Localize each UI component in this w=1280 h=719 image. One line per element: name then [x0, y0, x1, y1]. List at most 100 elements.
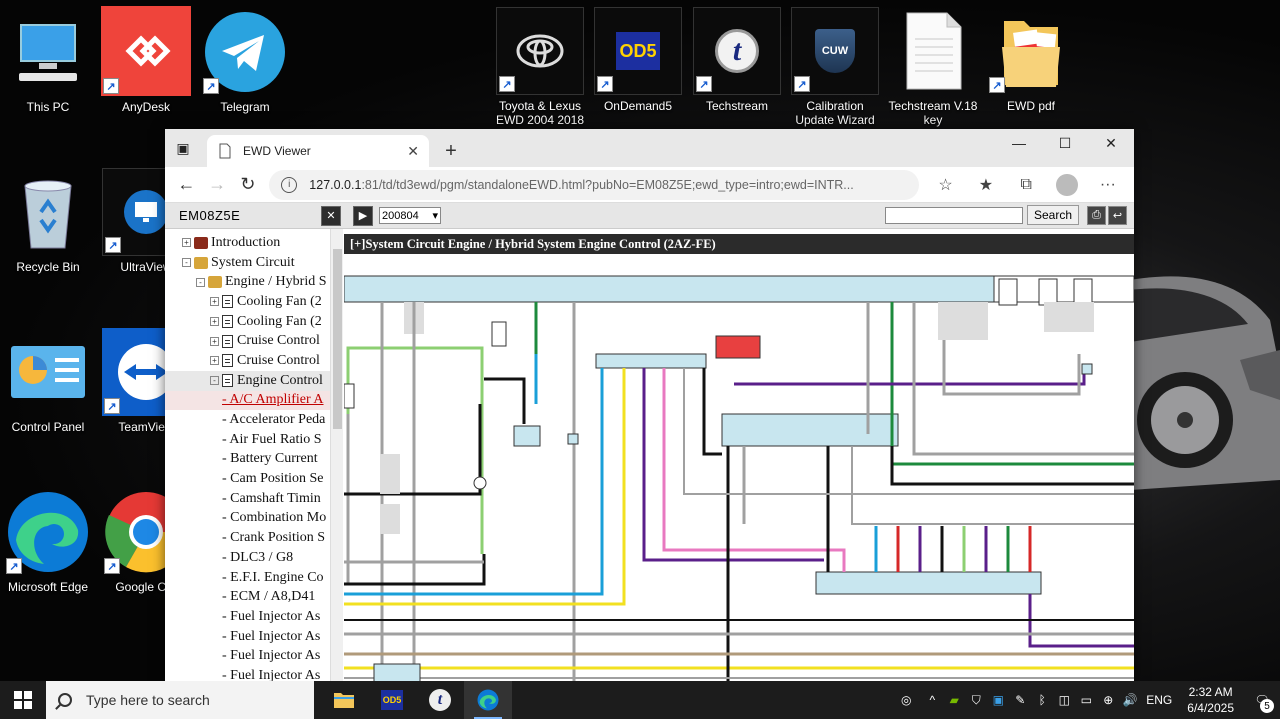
show-hidden-icons[interactable]: ^ [929, 693, 936, 707]
expand-icon[interactable]: + [210, 317, 219, 327]
tree-leaf[interactable]: - Battery Current [222, 451, 318, 467]
desktop-icon-toyota-ewd[interactable]: ↗ Toyota & Lexus EWD 2004 2018 [494, 7, 586, 127]
taskbar-techstream[interactable]: t [416, 681, 464, 719]
profile-avatar[interactable] [1056, 173, 1078, 196]
computer-icon [4, 8, 92, 96]
taskbar-edge[interactable] [464, 681, 512, 719]
tree-node-engine-control[interactable]: - Engine Control [165, 370, 343, 391]
desktop-icon-anydesk[interactable]: ↗ AnyDesk [100, 6, 192, 114]
more-icon[interactable]: ··· [1099, 175, 1116, 193]
volume-icon[interactable]: 🔊 [1122, 693, 1138, 707]
tree-leaf[interactable]: - Fuel Injector As [222, 648, 321, 664]
close-window-icon[interactable]: ✕ [1105, 134, 1117, 151]
close-tab-icon[interactable]: ✕ [407, 142, 419, 159]
taskbar-file-explorer[interactable] [320, 681, 368, 719]
tree-scrollbar[interactable] [330, 229, 343, 681]
desktop-icon-telegram[interactable]: ↗ Telegram [199, 8, 291, 114]
maximize-icon[interactable]: ☐ [1058, 134, 1072, 151]
desktop-icon-ondemand5[interactable]: OD5 ↗ OnDemand5 [592, 7, 684, 113]
scrollbar-thumb[interactable] [333, 249, 342, 429]
expand-icon[interactable]: + [182, 238, 191, 248]
favorites-icon[interactable]: ★ [978, 176, 994, 194]
return-icon[interactable]: ↩ [1108, 206, 1127, 225]
tree-leaf[interactable]: - A/C Amplifier A [165, 390, 343, 411]
collapse-icon[interactable]: - [182, 258, 191, 268]
desktop-icon-this-pc[interactable]: This PC [2, 8, 94, 114]
tree-leaf[interactable]: - Crank Position S [222, 530, 326, 546]
shortcut-arrow-icon: ↗ [104, 398, 120, 414]
refresh-icon[interactable]: ↻ [240, 174, 256, 194]
desktop-icon-cuw[interactable]: CUW ↗ Calibration Update Wizard [789, 7, 881, 127]
desktop-icon-techstream[interactable]: t ↗ Techstream [691, 7, 783, 113]
tree-leaf[interactable]: - Accelerator Peda [222, 412, 326, 428]
desktop-icon-label: OnDemand5 [603, 99, 673, 113]
shield-icon[interactable]: ⛉ [971, 692, 981, 707]
tree-leaf[interactable]: - Fuel Injector As [222, 608, 321, 624]
version-select[interactable]: 200804▾ [379, 207, 441, 224]
windows-start-icon[interactable] [0, 681, 46, 719]
add-favorite-icon[interactable]: ☆ [938, 176, 953, 194]
pen-icon[interactable]: ✎ [1015, 693, 1026, 707]
desktop-icon-control-panel[interactable]: Control Panel [2, 328, 94, 434]
fuse-icon [1073, 278, 1093, 306]
network-icon[interactable]: ⊕ [1103, 693, 1114, 707]
desktop-icon-ewd-pdf[interactable]: ↗ EWD pdf [985, 7, 1077, 113]
text-file-icon [889, 7, 977, 95]
relay-icon [513, 425, 541, 447]
tree-leaf[interactable]: - ECM / A8,D41 [222, 589, 316, 605]
tree-node-engine-hybrid[interactable]: - Engine / Hybrid S [165, 272, 343, 292]
close-panel-icon[interactable]: ✕ [321, 205, 341, 226]
url-field[interactable]: i 127.0.0.1:81/td/td3ewd/pgm/standaloneE… [269, 169, 920, 200]
print-icon[interactable]: ⎙ [1087, 206, 1106, 225]
tree-leaf[interactable]: - Combination Mo [222, 510, 327, 526]
notification-center-icon[interactable]: 🗨 5 [1244, 681, 1280, 719]
tree-node-cooling-fan-2[interactable]: + Cooling Fan (2 [165, 312, 343, 332]
tab-actions-icon[interactable]: ▣ [176, 139, 190, 156]
battery-icon[interactable]: ▭ [1080, 693, 1092, 707]
lexus-icon[interactable]: ◎ [901, 693, 912, 707]
camera-icon[interactable]: ◫ [1058, 693, 1070, 707]
app-tray-icon[interactable]: ▣ [992, 693, 1004, 707]
collapse-icon[interactable]: - [210, 376, 219, 386]
language-indicator[interactable]: ENG [1146, 693, 1173, 707]
collections-icon[interactable]: ⧉ [1020, 175, 1032, 193]
desktop-icon-label: Control Panel [11, 420, 85, 434]
expand-icon[interactable]: + [210, 356, 219, 366]
forward-icon[interactable]: → [208, 174, 227, 194]
tree-leaf[interactable]: - Fuel Injector As [222, 628, 321, 644]
back-icon[interactable]: ← [177, 174, 196, 194]
expand-icon[interactable]: + [210, 297, 219, 307]
nvidia-icon[interactable]: ▰ [949, 693, 959, 707]
tree-leaf[interactable]: - Camshaft Timin [222, 490, 321, 506]
document-icon [222, 334, 233, 348]
desktop-icon-techstream-key[interactable]: Techstream V.18 key [887, 7, 979, 127]
taskbar-search[interactable]: Type here to search [46, 681, 314, 719]
expand-icon[interactable]: + [210, 336, 219, 346]
desktop-icon-label: Techstream [705, 99, 769, 113]
tree-leaf[interactable]: - Air Fuel Ratio S [222, 431, 322, 447]
bluetooth-icon[interactable]: ᛒ [1038, 693, 1046, 707]
info-icon[interactable]: i [281, 176, 298, 193]
search-input[interactable] [885, 207, 1023, 224]
clock[interactable]: 2:32 AM 6/4/2025 [1177, 684, 1244, 716]
tree-node-cooling-fan-1[interactable]: + Cooling Fan (2 [165, 292, 343, 312]
new-tab-icon[interactable]: + [445, 139, 457, 162]
collapse-icon[interactable]: - [196, 277, 205, 287]
edge-icon: ↗ [4, 488, 92, 576]
tree-node-cruise-control-1[interactable]: + Cruise Control [165, 331, 343, 351]
tree-leaf[interactable]: - Cam Position Se [222, 471, 324, 487]
search-button[interactable]: Search [1027, 205, 1080, 225]
tree-node-cruise-control-2[interactable]: + Cruise Control [165, 351, 343, 371]
tab-ewd-viewer[interactable]: EWD Viewer ✕ [207, 135, 429, 167]
tree-leaf[interactable]: - DLC3 / G8 [222, 549, 294, 565]
tree-node-system-circuit[interactable]: - System Circuit [165, 253, 343, 273]
taskbar-ondemand5[interactable]: OD5 [368, 681, 416, 719]
desktop-icon-edge[interactable]: ↗ Microsoft Edge [2, 488, 94, 594]
minimize-icon[interactable]: — [1012, 135, 1026, 151]
tree-leaf[interactable]: - E.F.I. Engine Co [222, 569, 324, 585]
desktop-icon-recycle-bin[interactable]: Recycle Bin [2, 168, 94, 274]
tree-leaf[interactable]: - Fuel Injector As [222, 667, 321, 681]
browser-titlebar: ▣ EWD Viewer ✕ + — ☐ ✕ [165, 129, 1134, 167]
tree-node-introduction[interactable]: + Introduction [165, 233, 343, 253]
play-icon[interactable]: ▶ [353, 205, 373, 226]
